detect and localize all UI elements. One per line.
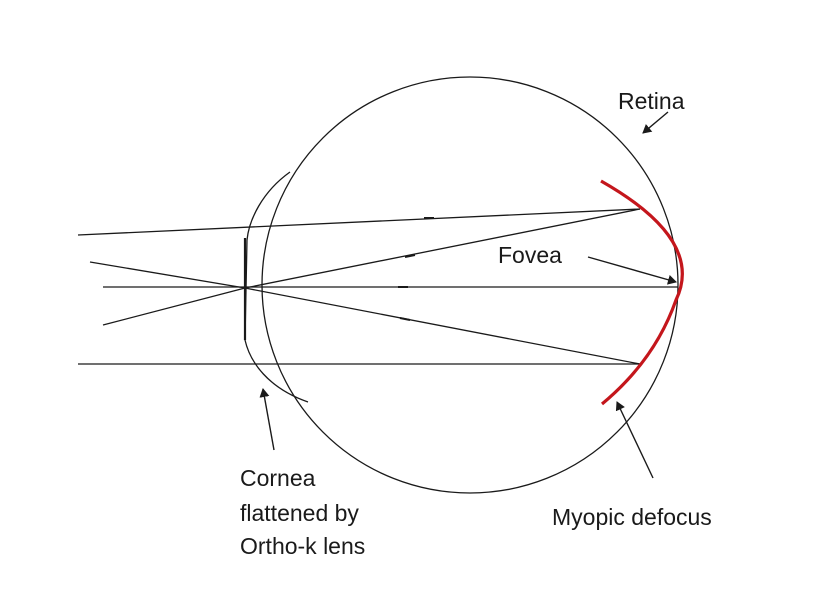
ray-oblique-upper [89,261,246,289]
ray-tick [399,317,411,321]
myopic-defocus-arrow [615,401,654,479]
eyeball-outline [261,76,679,494]
ray-refracted-lower [244,287,641,365]
ray-oblique-lower [102,287,246,326]
ray-refracted-upper [244,208,641,289]
ray-tick [404,254,416,258]
retina-label: Retina [618,88,685,114]
ray-top [77,208,641,236]
cornea-arrow [259,388,275,451]
cornea-label-line2: flattened by [240,500,359,526]
cornea-label-line1: Cornea [240,465,316,491]
cornea-label-line3: Ortho-k lens [240,533,366,559]
myopic-defocus-arc [600,179,684,406]
myopic-defocus-label: Myopic defocus [552,504,712,530]
fovea-arrow [587,256,677,285]
retina-arrow [642,111,669,134]
fovea-label: Fovea [498,242,562,268]
